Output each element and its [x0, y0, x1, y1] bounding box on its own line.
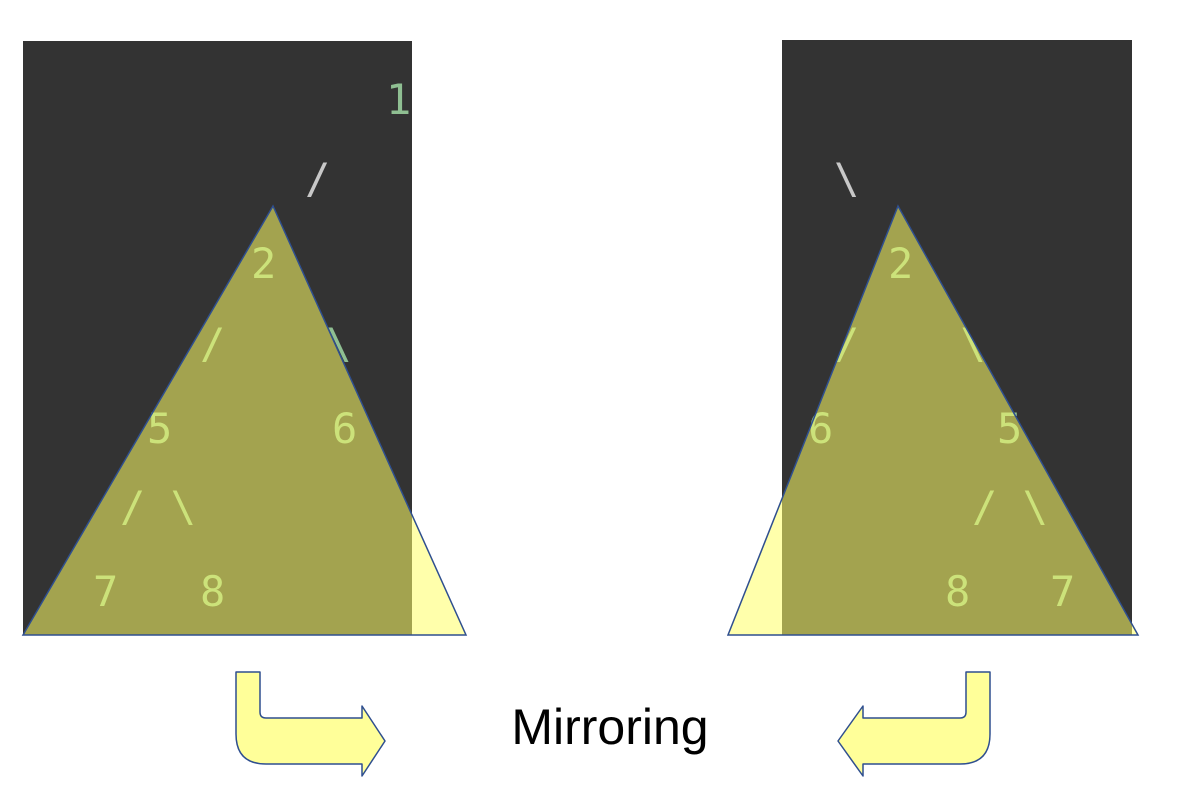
left-node-6: 6: [332, 404, 358, 453]
right-bent-arrow-icon: [837, 671, 991, 777]
left-node-2: 2: [251, 239, 277, 288]
left-tree-panel: 1 / 2 / \ 5 6 / \ 7 8: [23, 41, 412, 635]
right-root-edge: \: [834, 154, 860, 203]
right-node-6: 6: [808, 404, 834, 453]
right-leaf-7: 7: [1050, 567, 1076, 616]
mirroring-caption: Mirroring: [511, 699, 709, 755]
left-edges-level2: / \: [200, 319, 352, 368]
right-tree-panel: \ 2 / \ 6 5 / \ 8 7: [782, 40, 1132, 635]
right-edges-level3: / \: [972, 482, 1048, 531]
left-edges-level3: / \: [120, 482, 196, 531]
left-leaf-7: 7: [93, 567, 119, 616]
left-node-5: 5: [147, 404, 173, 453]
left-leaf-8: 8: [200, 567, 226, 616]
left-root-edge: /: [305, 154, 331, 203]
right-node-5: 5: [997, 404, 1023, 453]
right-leaf-8: 8: [945, 567, 971, 616]
right-edges-level2: / \: [834, 319, 986, 368]
right-node-2: 2: [888, 239, 914, 288]
left-root-node: 1: [386, 75, 412, 124]
left-bent-arrow-icon: [235, 671, 386, 777]
